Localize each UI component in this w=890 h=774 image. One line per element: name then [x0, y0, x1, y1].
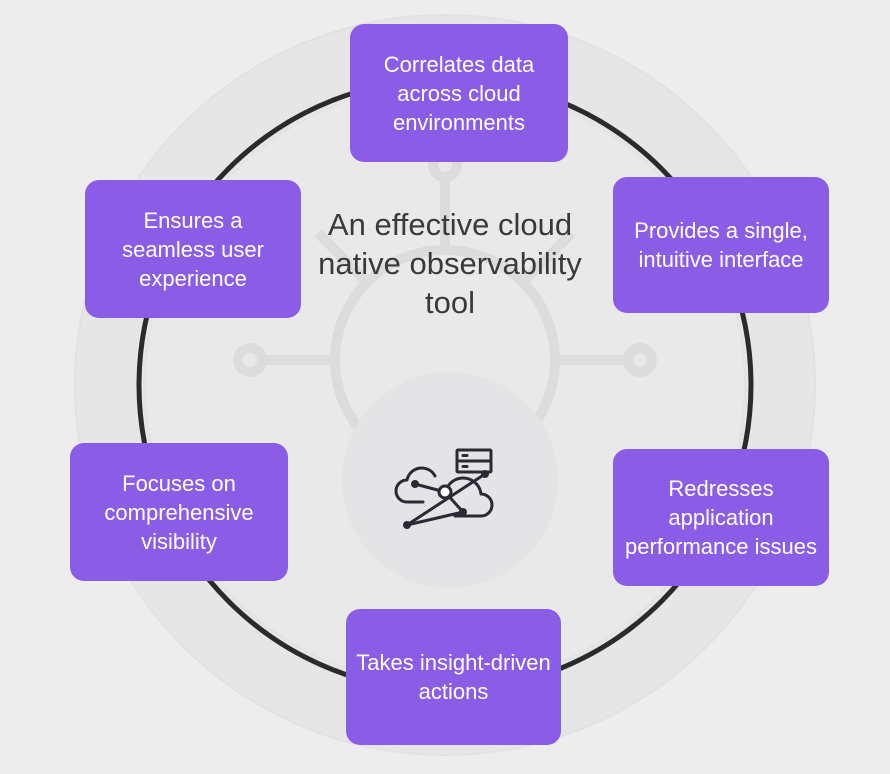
- item-redresses-performance: Redresses application performance issues: [613, 449, 829, 586]
- item-insight-driven-actions: Takes insight-driven actions: [346, 609, 561, 745]
- item-seamless-experience: Ensures a seamless user experience: [85, 180, 301, 318]
- cloud-data-analytics-icon: [394, 448, 494, 529]
- watermark-network-icon: [233, 148, 657, 475]
- item-correlates-data: Correlates data across cloud environment…: [350, 24, 568, 162]
- item-single-interface: Provides a single, intuitive interface: [613, 177, 829, 313]
- icon-backdrop: [342, 372, 558, 588]
- center-title: An effective cloud native observability …: [318, 207, 582, 320]
- item-comprehensive-visibility: Focuses on comprehensive visibility: [70, 443, 288, 581]
